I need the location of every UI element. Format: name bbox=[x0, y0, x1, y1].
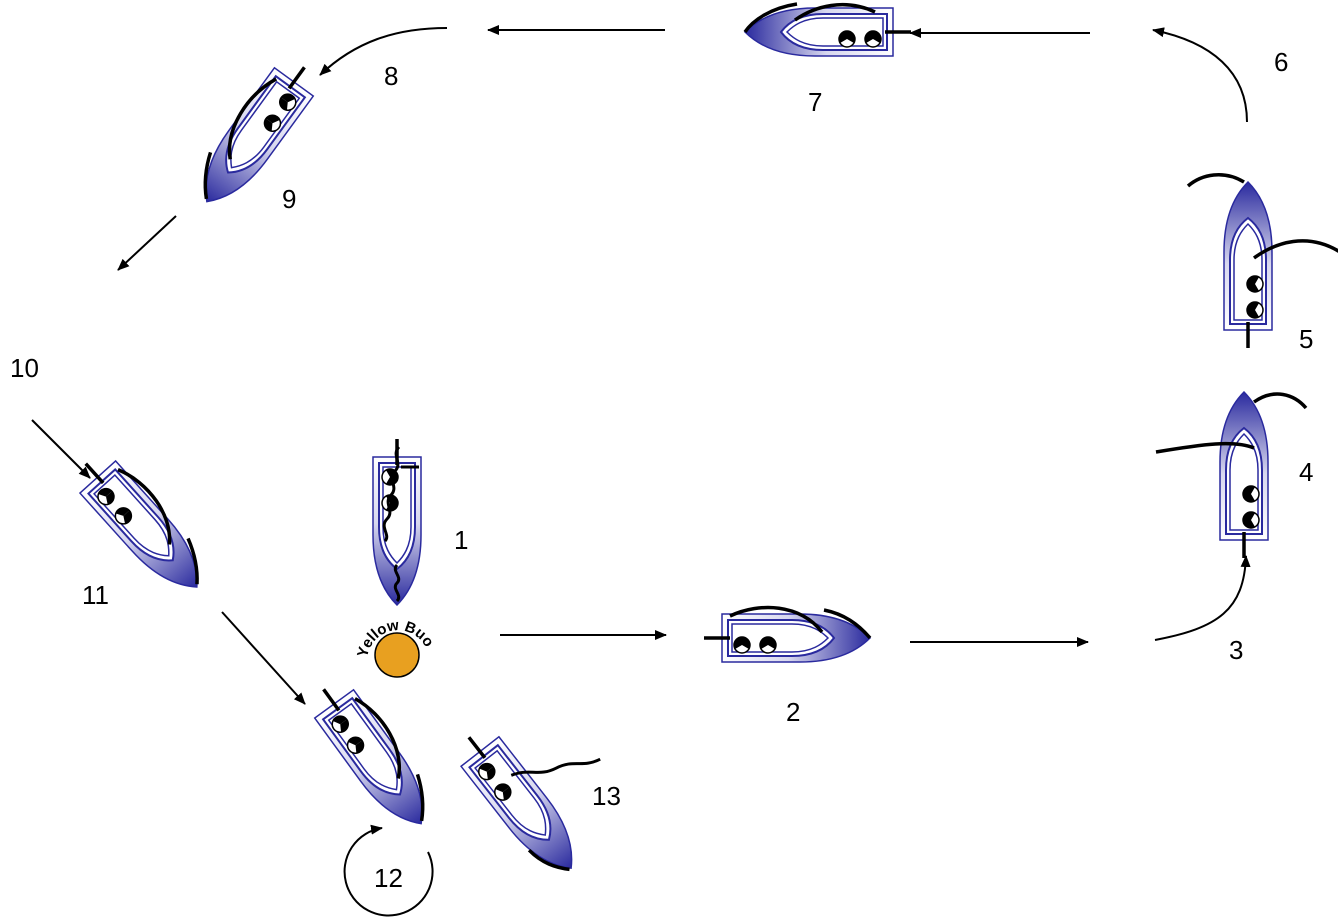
step-label-10: 10 bbox=[10, 353, 39, 383]
boat-7 bbox=[743, 2, 913, 58]
buoy-icon bbox=[374, 632, 420, 678]
boat-5 bbox=[1186, 173, 1338, 350]
route-arrows bbox=[31, 25, 1251, 917]
boat-4 bbox=[1155, 390, 1308, 560]
step-label-4: 4 bbox=[1299, 457, 1313, 487]
step-label-13: 13 bbox=[592, 781, 621, 811]
arrow-11 bbox=[221, 611, 306, 705]
arrow-9 bbox=[117, 215, 177, 271]
buoy-label: Yellow Buoy bbox=[0, 0, 437, 659]
step-label-6: 6 bbox=[1274, 47, 1288, 77]
yellow-buoy: Yellow Buoy bbox=[0, 0, 437, 678]
boat-9 bbox=[185, 51, 326, 218]
arrow-12-circle bbox=[343, 824, 434, 917]
boat-2 bbox=[702, 605, 872, 664]
step-label-11: 11 bbox=[82, 580, 109, 610]
step-label-3: 3 bbox=[1229, 635, 1243, 665]
boat-1 bbox=[371, 437, 423, 607]
step-label-5: 5 bbox=[1299, 324, 1313, 354]
arrow-10 bbox=[31, 419, 91, 479]
step-labels: 1 2 3 4 5 6 7 8 9 10 11 12 13 bbox=[10, 47, 1313, 893]
boat-13 bbox=[448, 720, 601, 885]
arrow-3b bbox=[1154, 555, 1251, 641]
step-label-1: 1 bbox=[454, 525, 468, 555]
arrow-8 bbox=[319, 27, 448, 76]
step-label-9: 9 bbox=[282, 184, 296, 214]
step-label-8: 8 bbox=[384, 61, 398, 91]
step-label-2: 2 bbox=[786, 697, 800, 727]
boat-12 bbox=[302, 673, 443, 840]
step-label-7: 7 bbox=[808, 87, 822, 117]
arrow-6 bbox=[1152, 27, 1248, 123]
svg-text:Yellow Buoy: Yellow Buoy bbox=[0, 0, 437, 659]
boat-11 bbox=[66, 445, 217, 605]
step-label-12: 12 bbox=[374, 863, 403, 893]
